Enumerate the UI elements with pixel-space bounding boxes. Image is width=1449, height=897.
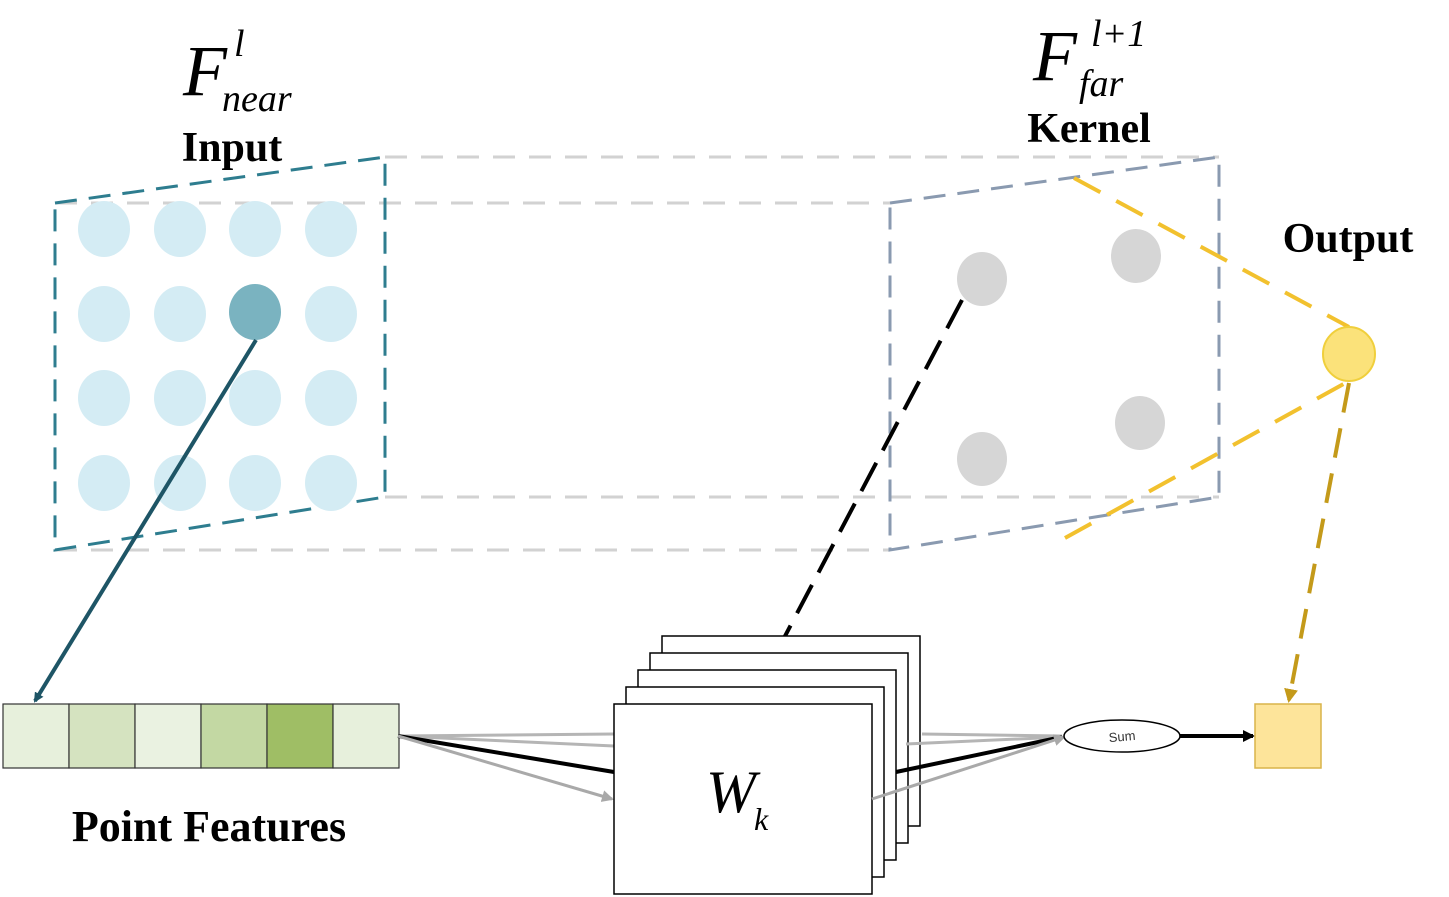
kernel-label: Kernel [1027, 106, 1151, 152]
input-to-features-arrow [33, 338, 258, 703]
kernel-symbol-sub: far [1079, 63, 1124, 105]
input-point [78, 370, 130, 426]
weights-to-sum-lines [871, 732, 1066, 801]
input-point [154, 201, 206, 257]
kernel-plane-frame [888, 155, 1221, 552]
input-point [154, 455, 206, 511]
input-point [305, 286, 357, 342]
feature-cell [68, 703, 136, 769]
input-point [229, 370, 281, 426]
point-features-label: Point Features [72, 802, 346, 851]
feature-cell [134, 703, 202, 769]
feature-cell [266, 703, 334, 769]
output-box [1254, 703, 1322, 769]
kernel-points [957, 229, 1165, 486]
input-grid [78, 201, 357, 511]
weight-symbol: W k [706, 759, 769, 837]
feature-cell [2, 703, 70, 769]
kernel-point [1111, 229, 1161, 283]
background-frame [55, 155, 1219, 552]
sum-node: Sum [1063, 719, 1181, 753]
weight-symbol-base: W [706, 759, 761, 825]
input-point-active [229, 284, 281, 340]
input-point [78, 201, 130, 257]
kernel-symbol-base: F [1032, 16, 1078, 96]
input-point [78, 455, 130, 511]
sum-label: Sum [1108, 728, 1136, 745]
feature-cell [200, 703, 268, 769]
kernel-point [957, 252, 1007, 306]
weights-stack [613, 635, 921, 895]
input-point [305, 370, 357, 426]
kernel-point [1115, 396, 1165, 450]
input-point [229, 201, 281, 257]
input-symbol-sub: near [222, 78, 292, 120]
features-to-weights-lines [397, 732, 615, 802]
input-symbol: F l near [182, 23, 292, 120]
kernel-symbol-sup: l+1 [1091, 13, 1146, 55]
point-features-bar [2, 703, 400, 769]
input-symbol-sup: l [234, 23, 245, 65]
input-point [154, 370, 206, 426]
output-to-box-arrow [1284, 382, 1351, 703]
output-projection-lines [1064, 176, 1350, 540]
input-point [305, 201, 357, 257]
input-point [305, 455, 357, 511]
output-label: Output [1283, 216, 1414, 262]
input-point [154, 286, 206, 342]
input-point [78, 286, 130, 342]
kernel-point [957, 432, 1007, 486]
kernel-symbol: F l+1 far [1032, 13, 1146, 105]
output-point [1322, 326, 1376, 382]
input-label: Input [182, 125, 282, 171]
input-symbol-base: F [182, 31, 228, 111]
kernel-to-weights-arrow [762, 299, 964, 678]
input-point [229, 455, 281, 511]
feature-cell [332, 703, 400, 769]
input-plane-frame [53, 155, 387, 552]
weight-symbol-sub: k [754, 801, 769, 837]
